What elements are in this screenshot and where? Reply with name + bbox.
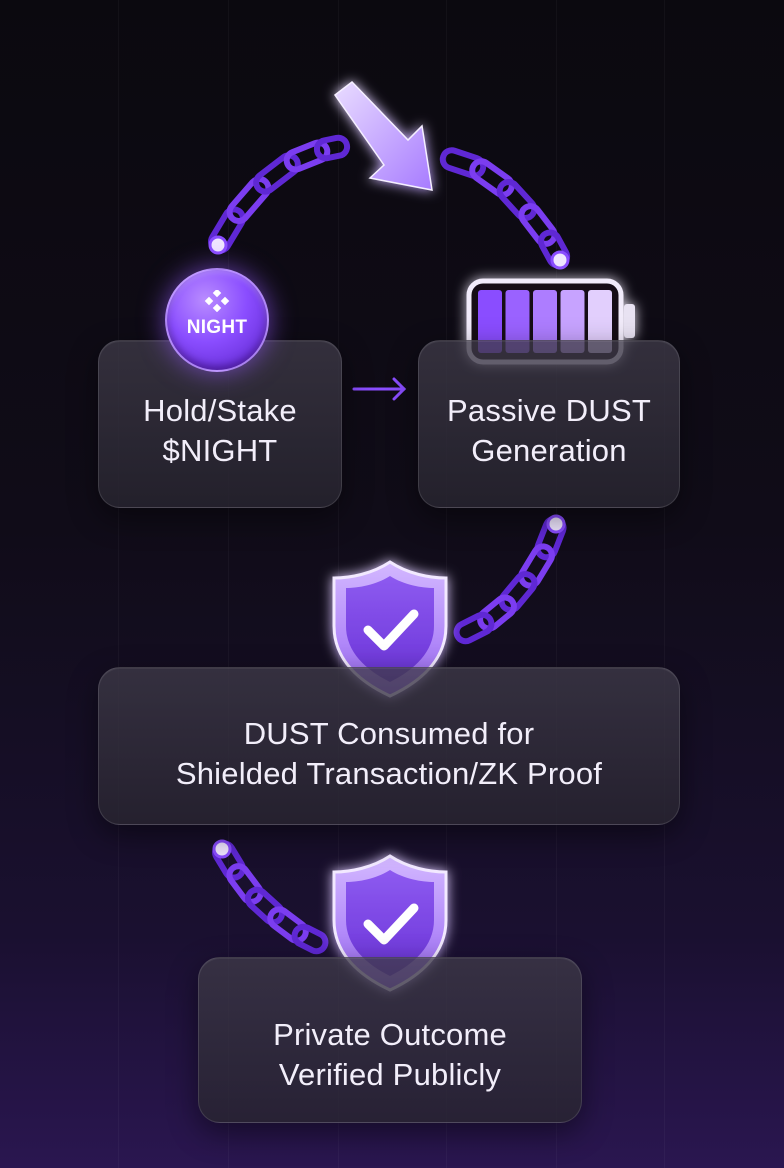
chain-link-icon bbox=[292, 924, 329, 955]
chain-link-icon bbox=[226, 175, 272, 224]
node-outcome-verified: Private Outcome Verified Publicly bbox=[198, 957, 582, 1123]
chain-link-icon bbox=[498, 570, 538, 613]
node-outcome-verified-label: Private Outcome Verified Publicly bbox=[273, 1015, 507, 1095]
arrow-right-icon bbox=[354, 379, 404, 399]
node-dust-generation: Passive DUST Generation bbox=[418, 340, 680, 508]
node-dust-consumed-label: DUST Consumed for Shielded Transaction/Z… bbox=[176, 714, 602, 794]
chain-links bbox=[208, 136, 571, 954]
night-token-label: NIGHT bbox=[167, 317, 267, 339]
node-hold-stake-label: Hold/Stake $NIGHT bbox=[143, 391, 297, 471]
chain-link-icon bbox=[469, 158, 516, 198]
chain-link-icon bbox=[244, 886, 286, 926]
chain-link-icon bbox=[454, 612, 495, 645]
chain-link-icon bbox=[496, 178, 538, 222]
node-dust-consumed: DUST Consumed for Shielded Transaction/Z… bbox=[98, 667, 680, 825]
night-logo-icon bbox=[204, 290, 230, 312]
arrow-down-right-icon bbox=[335, 82, 432, 190]
node-dust-generation-label: Passive DUST Generation bbox=[447, 391, 651, 471]
chain-link-icon bbox=[315, 136, 348, 160]
night-token-icon: NIGHT bbox=[165, 268, 269, 372]
chain-link-icon bbox=[253, 152, 302, 195]
